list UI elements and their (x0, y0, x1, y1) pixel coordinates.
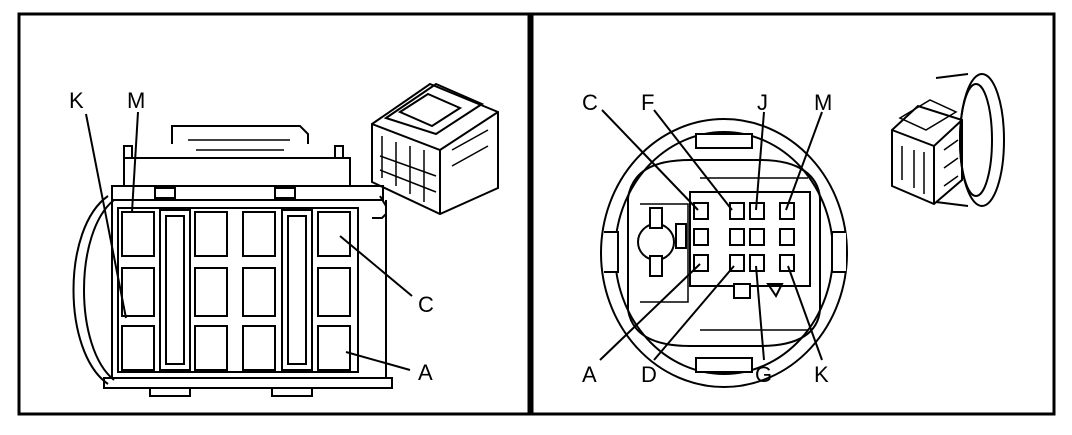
cavity-k-low (121, 325, 155, 371)
cavity-k (121, 211, 155, 257)
right-label-a: A (582, 362, 597, 387)
left-isometric-connector (371, 82, 499, 216)
left-label-k: K (69, 88, 84, 113)
cavity-d (729, 254, 745, 272)
right-leader-lines (599, 109, 823, 361)
cavity-f (729, 202, 745, 220)
cavity-k-mid (121, 267, 155, 317)
cavity-a (693, 254, 709, 272)
right-isometric-connector (891, 73, 1005, 207)
right-connector-face (600, 118, 848, 388)
cavity-c (693, 202, 709, 220)
left-label-m: M (127, 88, 145, 113)
left-label-c: C (418, 292, 434, 317)
left-panel-frame (17, 12, 531, 416)
right-label-j: J (757, 90, 768, 115)
cavity-m (779, 202, 795, 220)
left-leader-lines (85, 111, 413, 371)
left-cavity-grid (121, 211, 351, 371)
right-panel-frame (530, 12, 1056, 416)
right-label-g: G (755, 362, 772, 387)
left-connector-face (72, 125, 393, 397)
right-label-k: K (814, 362, 829, 387)
cavity-a (317, 325, 351, 371)
cavity-k (779, 254, 795, 272)
right-label-d: D (641, 362, 657, 387)
left-label-a: A (418, 360, 433, 385)
right-label-m: M (814, 90, 832, 115)
right-label-c: C (582, 90, 598, 115)
right-cavity-grid (693, 202, 795, 272)
right-label-f: F (641, 90, 654, 115)
cavity-c (317, 211, 351, 257)
